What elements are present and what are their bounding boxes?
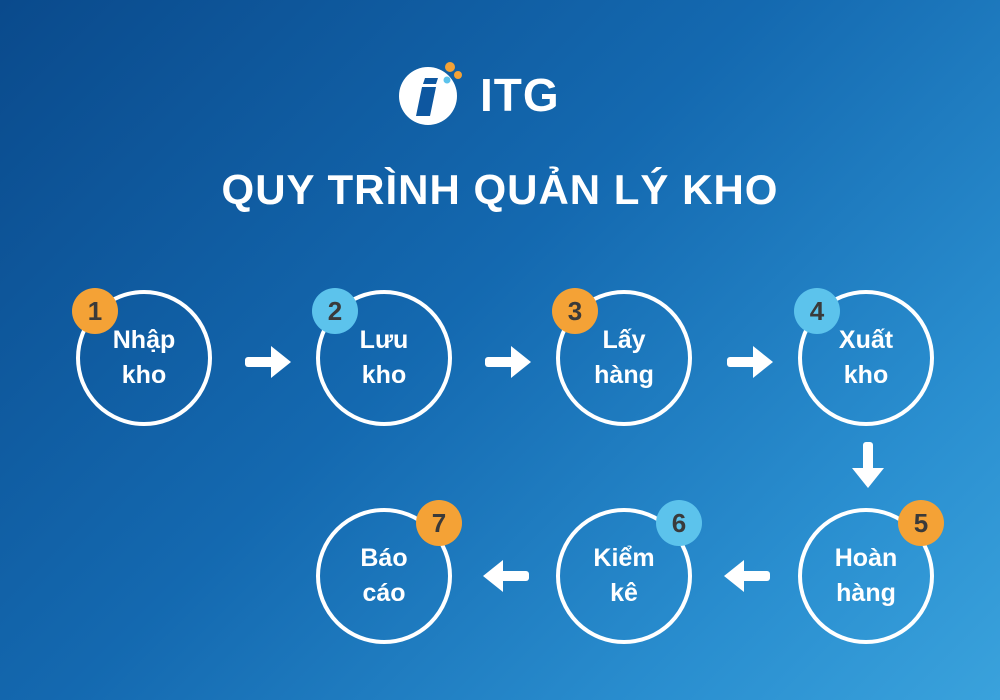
step-4-label: Xuất kho — [838, 326, 894, 389]
step-7-badge: 7 — [416, 500, 462, 546]
brand-logo: ITG — [398, 60, 568, 130]
step-1-badge: 1 — [72, 288, 118, 334]
step-6-label: Kiểm kê — [593, 544, 655, 607]
step-4-circle: Xuất kho — [798, 290, 934, 426]
step-5-circle: Hoàn hàng — [798, 508, 934, 644]
step-3-circle: Lấy hàng — [556, 290, 692, 426]
step-2-badge: 2 — [312, 288, 358, 334]
step-4-badge: 4 — [794, 288, 840, 334]
step-1-label: Nhập kho — [112, 326, 176, 389]
step-6-circle: Kiểm kê — [556, 508, 692, 644]
arrow-right-icon — [245, 346, 291, 378]
step-3-badge: 3 — [552, 288, 598, 334]
step-6-badge: 6 — [656, 500, 702, 546]
step-3-label: Lấy hàng — [594, 326, 654, 389]
arrow-left-icon — [483, 560, 529, 592]
logo-i-icon — [399, 62, 462, 125]
step-5-badge: 5 — [898, 500, 944, 546]
arrow-left-icon — [724, 560, 770, 592]
step-2-label: Lưu kho — [359, 326, 409, 389]
arrow-right-icon — [485, 346, 531, 378]
arrow-down-icon — [852, 442, 884, 488]
step-5-label: Hoàn hàng — [834, 544, 898, 607]
step-7-circle: Báo cáo — [316, 508, 452, 644]
step-2-circle: Lưu kho — [316, 290, 452, 426]
brand-name: ITG — [480, 69, 560, 121]
arrow-right-icon — [727, 346, 773, 378]
page-title: QUY TRÌNH QUẢN LÝ KHO — [221, 166, 779, 213]
step-1-circle: Nhập kho — [76, 290, 212, 426]
step-7-label: Báo cáo — [360, 544, 408, 607]
